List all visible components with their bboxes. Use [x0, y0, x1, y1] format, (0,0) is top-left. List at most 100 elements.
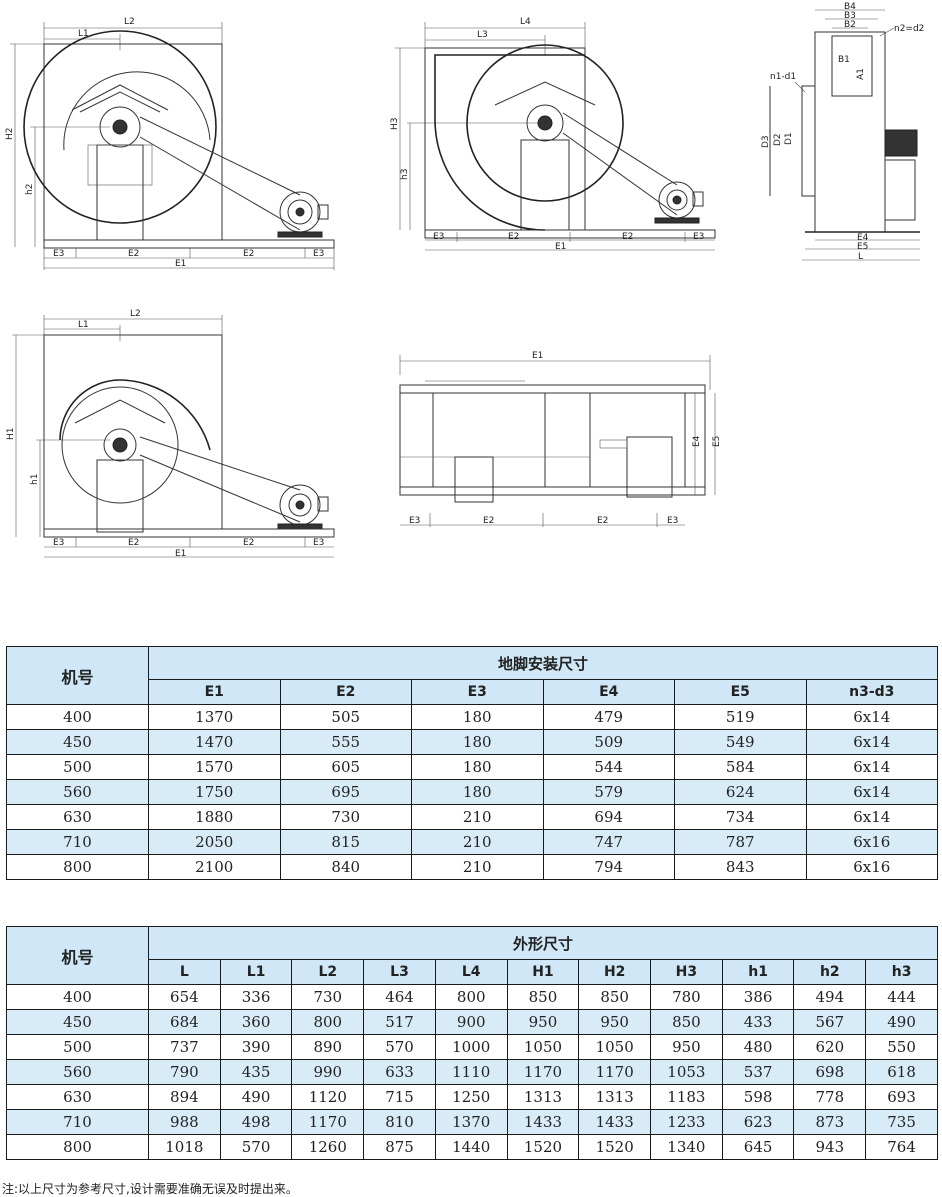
- dim-E3-right: E3: [313, 538, 324, 548]
- dim-E1: E1: [175, 259, 186, 269]
- table-cell: 544: [542, 754, 675, 780]
- model-cell: 450: [6, 729, 149, 755]
- column-header: h3: [865, 959, 938, 985]
- model-cell: 500: [6, 1034, 149, 1060]
- table-cell: 988: [148, 1109, 221, 1135]
- table-cell: 555: [279, 729, 412, 755]
- dim-h3: h3: [400, 169, 410, 180]
- dim-E1: E1: [555, 242, 566, 252]
- table-cell: 1340: [650, 1134, 723, 1160]
- dim-A1: A1: [856, 68, 866, 80]
- table-cell: 505: [279, 704, 412, 730]
- table-cell: 800: [291, 1009, 365, 1035]
- model-cell: 400: [6, 984, 149, 1010]
- table-cell: 990: [291, 1059, 365, 1085]
- table-cell: 850: [506, 984, 580, 1010]
- table-cell: 873: [793, 1109, 867, 1135]
- dim-E3-left: E3: [409, 516, 420, 526]
- dim-D2: D2: [773, 133, 783, 146]
- table-cell: 444: [865, 984, 938, 1010]
- table-cell: 6x14: [805, 779, 938, 805]
- table-cell: 435: [219, 1059, 293, 1085]
- table-cell: 1313: [578, 1084, 652, 1110]
- dim-L: L: [858, 252, 863, 262]
- table-cell: 570: [219, 1134, 293, 1160]
- table-cell: 900: [434, 1009, 508, 1035]
- table-cell: 6x14: [805, 804, 938, 830]
- table-cell: 730: [291, 984, 365, 1010]
- column-header: L: [148, 959, 221, 985]
- technical-drawings: L2 L1 H2 h2 E3 E2 E2 E3 E1: [5, 2, 924, 559]
- table-cell: 1370: [434, 1109, 508, 1135]
- footnote: 注:以上尺寸为参考尺寸,设计需要准确无误及时提出来。: [2, 1182, 298, 1196]
- table-cell: 210: [411, 804, 544, 830]
- table-cell: 1250: [434, 1084, 508, 1110]
- table-cell: 336: [219, 984, 293, 1010]
- table-cell: 1053: [650, 1059, 723, 1085]
- model-cell: 630: [6, 1084, 149, 1110]
- group-header: 外形尺寸: [148, 926, 938, 960]
- table-cell: 734: [674, 804, 807, 830]
- table-cell: 464: [363, 984, 436, 1010]
- dim-L2: L2: [124, 17, 135, 27]
- table-cell: 950: [506, 1009, 580, 1035]
- model-cell: 710: [6, 829, 149, 855]
- table-cell: 509: [542, 729, 675, 755]
- fan-side-view-h1: L2 L1 H1 h1 E3 E2 E2 E3 E1: [6, 309, 335, 559]
- table-cell: 850: [578, 984, 652, 1010]
- dim-E4: E4: [692, 435, 702, 447]
- model-cell: 560: [6, 1059, 149, 1085]
- table-cell: 537: [721, 1059, 795, 1085]
- table-cell: 1433: [578, 1109, 652, 1135]
- table-cell: 654: [148, 984, 221, 1010]
- dim-E3-right: E3: [693, 232, 704, 242]
- table-cell: 1750: [148, 779, 281, 805]
- table-cell: 490: [865, 1009, 938, 1035]
- table-cell: 747: [542, 829, 675, 855]
- table-cell: 1260: [291, 1134, 365, 1160]
- table-cell: 390: [219, 1034, 293, 1060]
- dim-E1: E1: [532, 351, 543, 361]
- dim-B3: B3: [844, 11, 856, 21]
- model-cell: 560: [6, 779, 149, 805]
- table-cell: 1170: [578, 1059, 652, 1085]
- table-cell: 894: [148, 1084, 221, 1110]
- dim-E4: E4: [857, 233, 869, 243]
- dim-H2: H2: [5, 128, 15, 141]
- table-cell: 360: [219, 1009, 293, 1035]
- model-cell: 630: [6, 804, 149, 830]
- dim-D1: D1: [784, 132, 794, 145]
- table-cell: 1000: [434, 1034, 508, 1060]
- table-cell: 730: [279, 804, 412, 830]
- group-header: 地脚安装尺寸: [148, 646, 938, 680]
- table-cell: 633: [363, 1059, 436, 1085]
- dim-h1: h1: [30, 474, 40, 485]
- table-cell: 1110: [434, 1059, 508, 1085]
- table-cell: 490: [219, 1084, 293, 1110]
- table-cell: 693: [865, 1084, 938, 1110]
- table-cell: 943: [793, 1134, 867, 1160]
- table-cell: 684: [148, 1009, 221, 1035]
- dim-L1: L1: [78, 320, 89, 330]
- dim-B2: B2: [844, 20, 856, 30]
- table-cell: 6x14: [805, 754, 938, 780]
- table-cell: 624: [674, 779, 807, 805]
- column-header: h1: [721, 959, 795, 985]
- dim-E2-right: E2: [622, 232, 633, 242]
- table-cell: 1170: [291, 1109, 365, 1135]
- column-header: H1: [506, 959, 580, 985]
- table-cell: 850: [650, 1009, 723, 1035]
- table-cell: 1313: [506, 1084, 580, 1110]
- model-cell: 450: [6, 1009, 149, 1035]
- table-cell: 1183: [650, 1084, 723, 1110]
- model-cell: 710: [6, 1109, 149, 1135]
- base-plan-view: E1 E4 E5 E3 E2 E2 E3: [399, 351, 722, 527]
- table-cell: 6x14: [805, 704, 938, 730]
- dim-L4: L4: [520, 17, 531, 27]
- model-cell: 800: [6, 1134, 149, 1160]
- table-cell: 6x16: [805, 829, 938, 855]
